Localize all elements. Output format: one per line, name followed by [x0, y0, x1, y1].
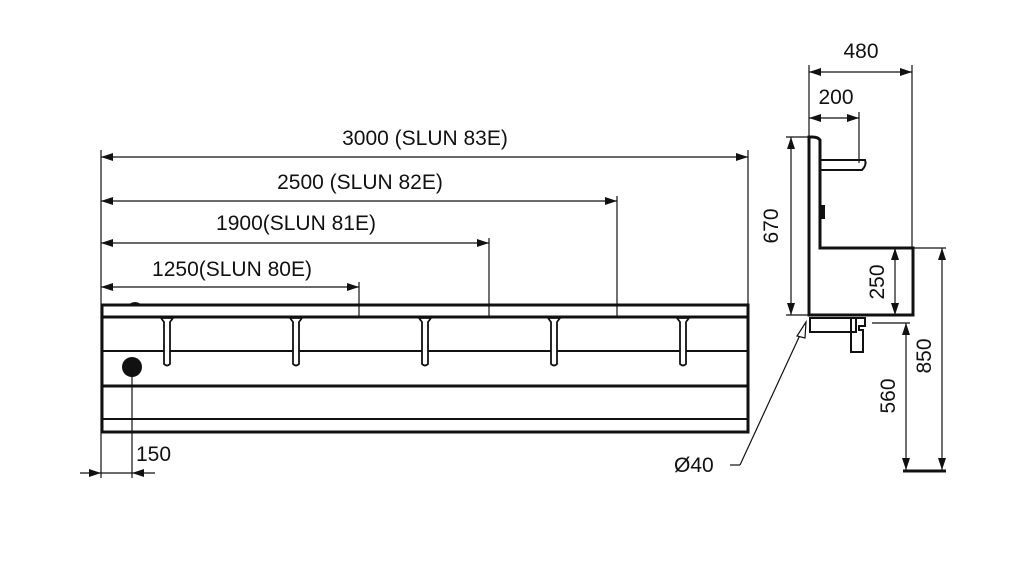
faucet-icon — [417, 317, 433, 367]
fixture-knob — [820, 205, 825, 219]
label-1250: 1250(SLUN 80E) — [152, 258, 312, 281]
label-670: 670 — [760, 208, 783, 243]
trap — [850, 317, 866, 353]
side-view: 480 200 670 250 850 560 Ø40 — [674, 40, 946, 477]
bump — [128, 302, 142, 305]
label-2500: 2500 (SLUN 82E) — [277, 171, 443, 194]
label-150: 150 — [136, 443, 171, 466]
faucet-icon — [159, 317, 175, 367]
shelf — [820, 159, 867, 171]
front-view: 3000 (SLUN 83E) 2500 (SLUN 82E) 1900(SLU… — [80, 127, 750, 478]
drain-pipe — [809, 317, 857, 333]
leader-line — [739, 321, 807, 466]
label-480: 480 — [843, 40, 878, 63]
faucet-icon — [288, 317, 304, 367]
faucets — [159, 317, 691, 367]
label-250: 250 — [866, 264, 889, 299]
label-850: 850 — [913, 338, 936, 373]
label-1900: 1900(SLUN 81E) — [216, 212, 376, 235]
label-3000: 3000 (SLUN 83E) — [342, 127, 508, 150]
faucet-icon — [675, 317, 691, 367]
trough-outline — [100, 303, 750, 434]
leader-arrow — [796, 319, 807, 339]
label-drain-diameter: Ø40 — [674, 454, 714, 477]
label-560: 560 — [877, 378, 900, 413]
faucet-icon — [546, 317, 562, 367]
label-200: 200 — [818, 86, 853, 109]
side-body — [807, 135, 915, 317]
